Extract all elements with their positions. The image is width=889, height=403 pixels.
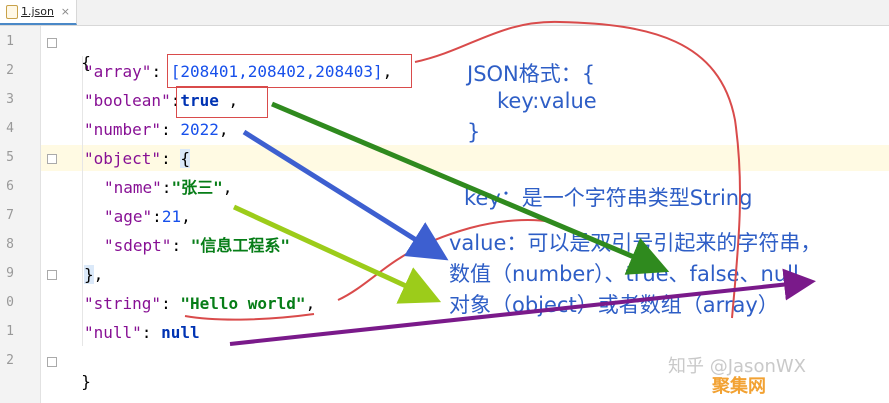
indent-guide [82, 56, 83, 346]
boolean-value: true [180, 91, 219, 110]
line-number: 4 [6, 121, 14, 136]
age-sep: : [152, 207, 162, 226]
close-brace: } [81, 372, 91, 391]
fold-marker[interactable] [47, 38, 57, 48]
line-number: 9 [6, 266, 14, 281]
name-value: "张三" [171, 178, 223, 197]
array-value: [208401,208402,208403] [170, 62, 383, 81]
editor-tab-bar: 1.json × [0, 0, 889, 26]
code-line-object-close[interactable]: }, [84, 265, 103, 285]
null-value: null [161, 323, 200, 342]
line-number: 2 [6, 353, 14, 368]
line-number: 6 [6, 179, 14, 194]
code-line-sdept[interactable]: "sdept": "信息工程系" [104, 236, 290, 256]
line-number: 0 [6, 295, 14, 310]
red-underline-string [184, 313, 315, 321]
line-number: 5 [6, 150, 14, 165]
gutter-divider [40, 26, 41, 403]
array-key: "array" [84, 62, 152, 81]
annotation-format-body: key:value [497, 89, 597, 113]
file-tab[interactable]: 1.json × [0, 0, 77, 25]
null-key: "null" [84, 323, 142, 342]
fold-marker[interactable] [47, 270, 57, 280]
code-line-string[interactable]: "string": "Hello world", [84, 294, 315, 314]
sdept-key: "sdept" [104, 236, 172, 255]
line-number: 1 [6, 34, 14, 49]
sdept-sep: : [171, 236, 191, 255]
annotation-format-close: } [467, 120, 481, 144]
boolean-key: "boolean" [84, 91, 171, 110]
sdept-value: "信息工程系" [190, 236, 290, 255]
tab-filename: 1.json [21, 5, 54, 18]
code-line-null[interactable]: "null": null [84, 323, 200, 343]
string-value: "Hello world" [180, 294, 306, 313]
array-value-highlight-box [167, 54, 412, 88]
line-number-gutter [0, 26, 40, 403]
array-sep: : [151, 62, 171, 81]
string-comma: , [305, 294, 316, 313]
code-line-age[interactable]: "age":21, [104, 207, 191, 227]
number-value: 2022 [180, 120, 219, 139]
object-key: "object" [84, 149, 162, 168]
string-sep: : [161, 294, 181, 313]
object-close-comma: , [93, 265, 104, 284]
code-line-name[interactable]: "name":"张三", [104, 178, 232, 198]
age-comma: , [181, 207, 191, 226]
line-number: 3 [6, 92, 14, 107]
string-key: "string" [84, 294, 162, 313]
code-line-1[interactable]: { [62, 33, 91, 73]
line-number: 8 [6, 237, 14, 252]
object-sep: : [161, 149, 181, 168]
arrow-number-to-number [242, 129, 449, 261]
line-number: 7 [6, 208, 14, 223]
object-close-brace: } [84, 265, 94, 284]
arrow-boolean-to-true [271, 101, 670, 275]
code-line-12[interactable]: } [62, 352, 91, 392]
name-comma: , [222, 178, 233, 197]
array-comma: , [382, 62, 393, 81]
watermark-site: 聚集网 [712, 376, 766, 397]
boolean-value-highlight-box [176, 86, 268, 118]
number-key: "number" [84, 120, 162, 139]
line-number: 2 [6, 63, 14, 78]
code-line-boolean[interactable]: "boolean":true , [84, 91, 238, 111]
json-file-icon [6, 4, 18, 19]
red-ink-curve-mid [337, 219, 553, 301]
arrow-null-to-array [229, 268, 816, 346]
annotation-value-desc-2: 数值（number）、true、false、null [449, 262, 799, 286]
line-number: 1 [6, 324, 14, 339]
open-brace: { [81, 53, 91, 72]
close-icon[interactable]: × [60, 5, 70, 18]
annotation-format-title: JSON格式：{ [467, 62, 596, 86]
boolean-sep: : [170, 91, 181, 110]
number-comma: , [218, 120, 229, 139]
boolean-comma: , [218, 91, 239, 110]
red-ink-curve-top [414, 20, 741, 319]
object-open-brace: { [180, 149, 190, 168]
number-sep: : [161, 120, 181, 139]
code-line-object[interactable]: "object": { [84, 149, 190, 169]
code-line-number[interactable]: "number": 2022, [84, 120, 229, 140]
arrow-string-to-object [232, 204, 442, 304]
code-line-array[interactable]: "array": [208401,208402,208403], [84, 62, 392, 82]
fold-marker[interactable] [47, 154, 57, 164]
watermark-author: 知乎 @JasonWX [668, 356, 806, 377]
null-sep: : [141, 323, 162, 342]
fold-marker[interactable] [47, 357, 57, 367]
name-key: "name" [104, 178, 162, 197]
age-value: 21 [161, 207, 182, 226]
age-key: "age" [104, 207, 153, 226]
name-sep: : [161, 178, 172, 197]
